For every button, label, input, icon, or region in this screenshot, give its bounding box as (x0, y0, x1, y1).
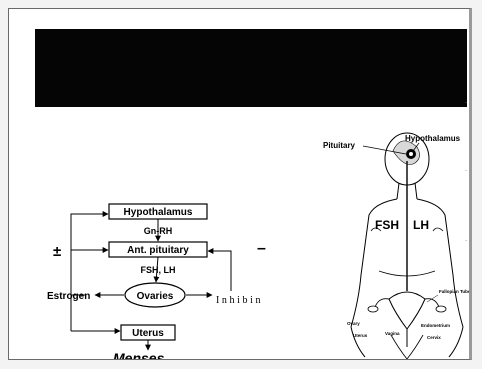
neck-left (397, 183, 399, 199)
margin-mark: · (465, 99, 467, 107)
fsh-lh-label: FSH, LH (141, 265, 176, 275)
margin-mark: · (465, 167, 467, 175)
anatomy-cervix-label: Cervix (427, 335, 441, 340)
feedback-diagram: Hypothalamus Ant. pituitary Ovaries Uter… (9, 9, 309, 360)
anatomy-endometrium-label: Endometrium (421, 323, 450, 328)
anatomy-fsh-label: FSH (375, 218, 399, 232)
leg-left (351, 327, 365, 357)
anatomy-figure: Pituitary Hypothalamus FSH LH Fallopian … (309, 121, 472, 360)
estrogen-label: Estrogen (47, 291, 90, 302)
inhibin-label: Inhibin (216, 295, 263, 306)
estrogen-feedback-sign: ± (53, 243, 61, 260)
right-tube (425, 299, 439, 307)
left-tube (375, 299, 389, 307)
inhibin-to-pituitary-arrow (208, 251, 231, 291)
slide: Hypothalamus Ant. pituitary Ovaries Uter… (8, 8, 472, 360)
uterus-label: Uterus (132, 328, 164, 339)
anatomy-uterus-label: Uterus (353, 333, 368, 338)
margin-mark: · (465, 237, 467, 245)
inner-leg-left (391, 335, 407, 359)
inner-leg-right (407, 335, 423, 359)
estrogen-to-hypothalamus-arrow (71, 214, 108, 295)
chest-right (433, 228, 443, 231)
uterus-shape (389, 292, 425, 329)
ant-pituitary-label: Ant. pituitary (127, 245, 189, 256)
anatomy-ovary-label: Ovary (347, 321, 360, 326)
anatomy-fallopian-tube-label: Fallopian Tube (439, 289, 471, 294)
neck-right (415, 183, 417, 199)
leg-right (449, 327, 463, 357)
inhibin-feedback-sign: – (257, 240, 266, 257)
menses-label: Menses (113, 350, 165, 360)
hypothalamus-label: Hypothalamus (124, 207, 193, 218)
anatomy-hypothalamus-label: Hypothalamus (405, 134, 461, 143)
ovaries-label: Ovaries (137, 291, 174, 302)
left-ovary-shape (368, 306, 378, 312)
right-ovary-shape (436, 306, 446, 312)
pituitary-marker (409, 152, 413, 156)
anatomy-lh-label: LH (413, 218, 429, 232)
anatomy-vagina-label: Vagina (385, 331, 400, 336)
anatomy-pituitary-label: Pituitary (323, 141, 356, 150)
